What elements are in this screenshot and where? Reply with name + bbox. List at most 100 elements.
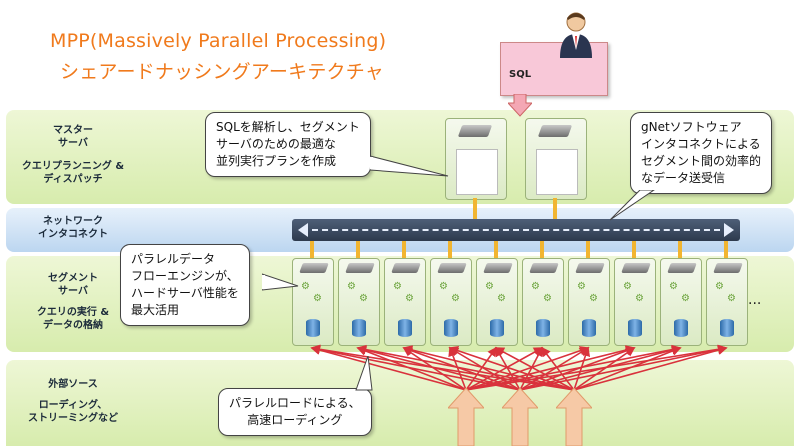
load-arrow: [519, 346, 543, 391]
load-arrow: [494, 347, 575, 391]
database-icon: [490, 319, 504, 337]
right-arrow-icon: [724, 223, 734, 237]
gear-icon: ⚙: [543, 293, 552, 304]
segment-server: ⚙⚙: [568, 258, 610, 346]
callout-sql-parse-line2: サーバのための最適な: [216, 137, 336, 151]
database-icon: [720, 319, 734, 337]
master-label-line4: ディスパッチ: [43, 174, 103, 185]
callout-gnet-line1: gNetソフトウェア: [641, 120, 742, 134]
callout-sql-parse-tail: [370, 155, 449, 177]
load-arrow: [465, 344, 682, 391]
load-arrow: [402, 347, 467, 391]
gear-icon: ⚙: [635, 293, 644, 304]
master-label-line1: マスター: [53, 125, 93, 136]
segment-server: ⚙⚙: [522, 258, 564, 346]
network-label-line1: ネットワーク: [43, 216, 103, 227]
database-icon: [398, 319, 412, 337]
title-line-2: シェアードナッシングアーキテクチャ: [60, 61, 384, 83]
document-icon: [456, 149, 498, 195]
gear-icon: ⚙: [589, 293, 598, 304]
segment-server: ⚙⚙: [614, 258, 656, 346]
gear-icon: ⚙: [439, 281, 448, 292]
master-server-2: [525, 118, 587, 200]
load-arrow: [519, 347, 590, 391]
callout-dataflow-tail: [262, 273, 299, 291]
segment-label-line4: データの格納: [43, 320, 103, 331]
segment-server: ⚙⚙: [338, 258, 380, 346]
callout-gnet: gNetソフトウェア インタコネクトによる セグメント間の効率的 なデータ送受信: [630, 112, 773, 194]
load-arrow: [310, 345, 467, 391]
segment-connector: [678, 241, 682, 258]
gear-icon: ⚙: [669, 281, 678, 292]
gear-icon: ⚙: [623, 281, 632, 292]
database-icon: [582, 319, 596, 337]
database-icon: [628, 319, 642, 337]
left-arrow-icon: [298, 223, 308, 237]
gear-icon: ⚙: [497, 293, 506, 304]
interconnect-bar: [292, 219, 740, 241]
external-label: 外部ソース ローディング、 ストリーミングなど: [18, 378, 128, 425]
callout-gnet-line4: なデータ送受信: [641, 171, 726, 185]
segment-label-line2: サーバ: [58, 286, 88, 297]
document-icon: [536, 149, 578, 195]
master-label-line3: クエリプランニング &: [21, 161, 125, 172]
network-label: ネットワーク インタコネクト: [18, 215, 128, 241]
database-icon: [536, 319, 550, 337]
segment-server: ⚙⚙: [292, 258, 334, 346]
network-label-line2: インタコネクト: [38, 229, 108, 240]
external-band: [6, 360, 794, 446]
database-icon: [306, 319, 320, 337]
external-label-line1: 外部ソース: [48, 379, 98, 390]
sql-down-arrow: [508, 94, 532, 117]
sql-label: SQL: [509, 69, 532, 80]
external-label-line3: ストリーミングなど: [28, 413, 118, 424]
segment-connector: [310, 241, 314, 258]
gear-icon: ⚙: [681, 293, 690, 304]
callout-dataflow-line1: パラレルデータ: [131, 252, 216, 266]
gear-icon: ⚙: [531, 281, 540, 292]
load-arrow: [465, 346, 590, 391]
callout-parallel-load: パラレルロードによる、 高速ローディング: [218, 388, 372, 436]
master-label: マスター サーバ クエリプランニング & ディスパッチ: [18, 124, 128, 186]
interconnect-line: [312, 229, 720, 231]
master-connector-2: [553, 198, 557, 219]
user-icon: [560, 12, 592, 58]
callout-dataflow-line4: 最大活用: [131, 303, 180, 317]
segment-connector: [540, 241, 544, 258]
gear-icon: ⚙: [359, 293, 368, 304]
load-arrow: [519, 344, 728, 391]
load-arrow: [465, 344, 728, 391]
master-label-line2: サーバ: [58, 138, 88, 149]
gear-icon: ⚙: [393, 281, 402, 292]
gear-icon: ⚙: [727, 293, 736, 304]
gear-icon: ⚙: [347, 281, 356, 292]
gear-icon: ⚙: [715, 281, 724, 292]
load-arrow: [465, 347, 544, 391]
gear-icon: ⚙: [485, 281, 494, 292]
callout-parallel-load-line1: パラレルロードによる、: [229, 396, 361, 410]
segment-server: ⚙⚙: [430, 258, 472, 346]
callout-dataflow-line3: ハードサーバ性能を: [131, 286, 239, 300]
input-arrow-1: [448, 388, 484, 446]
database-icon: [674, 319, 688, 337]
gear-icon: ⚙: [451, 293, 460, 304]
gear-icon: ⚙: [301, 281, 310, 292]
segment-connector: [724, 241, 728, 258]
load-arrow: [541, 346, 575, 391]
segment-label-line3: クエリの実行 &: [36, 307, 110, 318]
gear-icon: ⚙: [577, 281, 586, 292]
more-segments-ellipsis: ...: [748, 292, 762, 308]
segment-server: ⚙⚙: [706, 258, 748, 346]
callout-parallel-load-tail: [355, 356, 373, 391]
title-line-1: MPP(Massively Parallel Processing): [50, 30, 387, 52]
callout-sql-parse-line1: SQLを解析し、セグメント: [216, 120, 360, 134]
segment-label-line1: セグメント: [48, 273, 98, 284]
callout-sql-parse-line3: 並列実行プランを作成: [216, 154, 337, 168]
gear-icon: ⚙: [313, 293, 322, 304]
segment-connector: [586, 241, 590, 258]
external-label-line2: ローディング、: [38, 400, 108, 411]
segment-connector: [356, 241, 360, 258]
segment-connector: [402, 241, 406, 258]
